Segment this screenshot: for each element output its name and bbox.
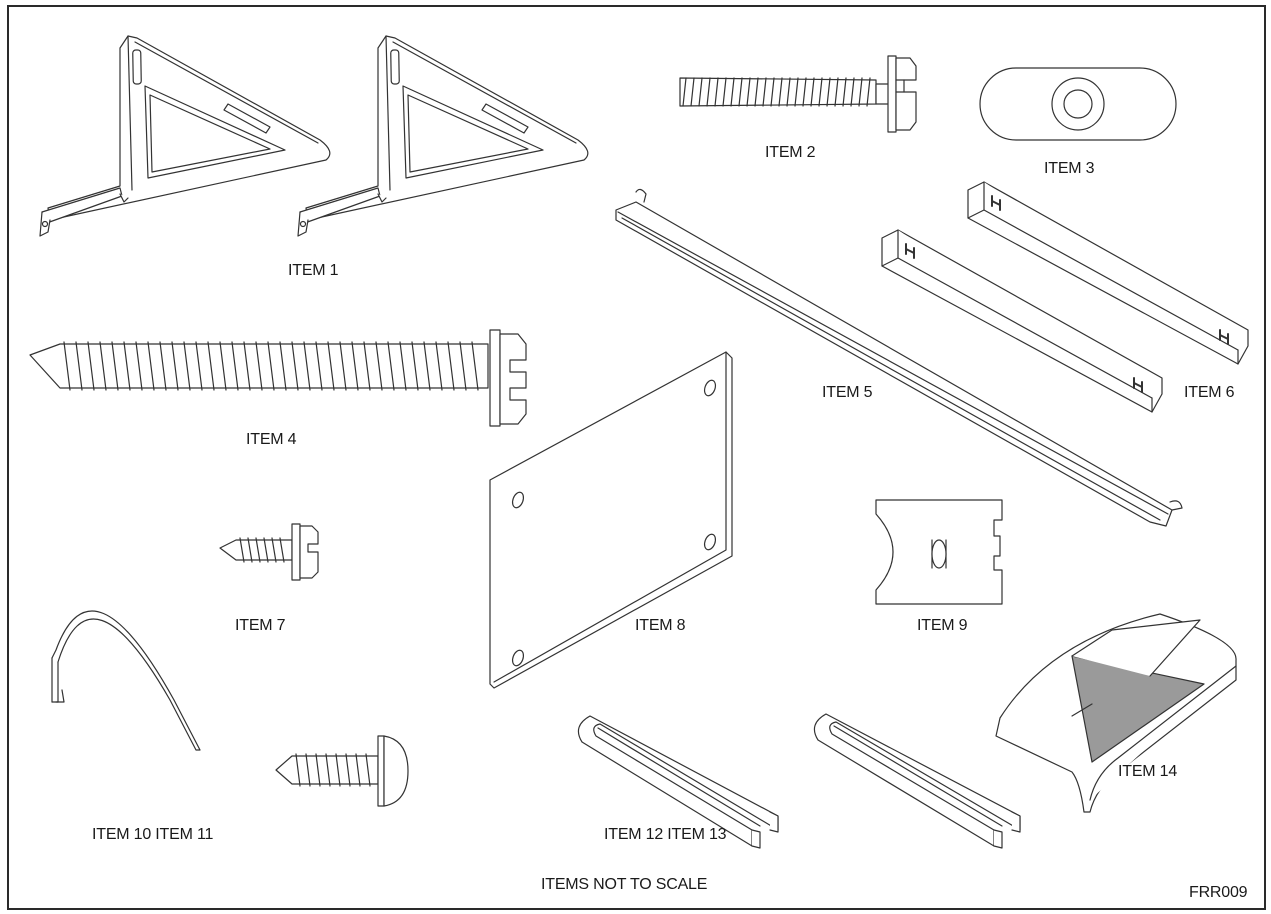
item-11-screw [276, 736, 408, 806]
item-10-11-label: ITEM 10 ITEM 11 [92, 826, 214, 843]
item-6-angle-front [882, 230, 1162, 412]
drawing-code: FRR009 [1189, 884, 1248, 901]
item-3-label: ITEM 3 [1044, 160, 1095, 177]
item-5-rail [616, 189, 1182, 526]
item-9-label: ITEM 9 [917, 617, 968, 634]
item-8-label: ITEM 8 [635, 617, 686, 634]
item-6-angle-back [968, 182, 1248, 364]
item-8-plate [490, 352, 732, 688]
item-1-bracket-left [40, 36, 330, 236]
sheet-border [7, 5, 1266, 910]
item-14-pad [996, 614, 1236, 812]
item-5-label: ITEM 5 [822, 384, 873, 401]
scale-note: ITEMS NOT TO SCALE [541, 876, 708, 893]
item-7-screw [220, 524, 318, 580]
item-4-label: ITEM 4 [246, 431, 297, 448]
item-13-u-clip [814, 714, 1020, 848]
item-2-bolt [678, 56, 916, 132]
item-12-u-clip [578, 716, 778, 848]
item-6-label: ITEM 6 [1184, 384, 1235, 401]
item-7-label: ITEM 7 [235, 617, 286, 634]
item-3-washer [980, 68, 1176, 140]
item-14-label: ITEM 14 [1118, 763, 1178, 780]
item-2-label: ITEM 2 [765, 144, 816, 161]
item-12-13-label: ITEM 12 ITEM 13 [604, 826, 727, 843]
item-10-j-clip [52, 611, 200, 750]
item-1-label: ITEM 1 [288, 262, 339, 279]
item-4-lag-screw [30, 330, 526, 426]
item-1-bracket-right [298, 36, 588, 236]
item-9-clip [876, 500, 1002, 604]
